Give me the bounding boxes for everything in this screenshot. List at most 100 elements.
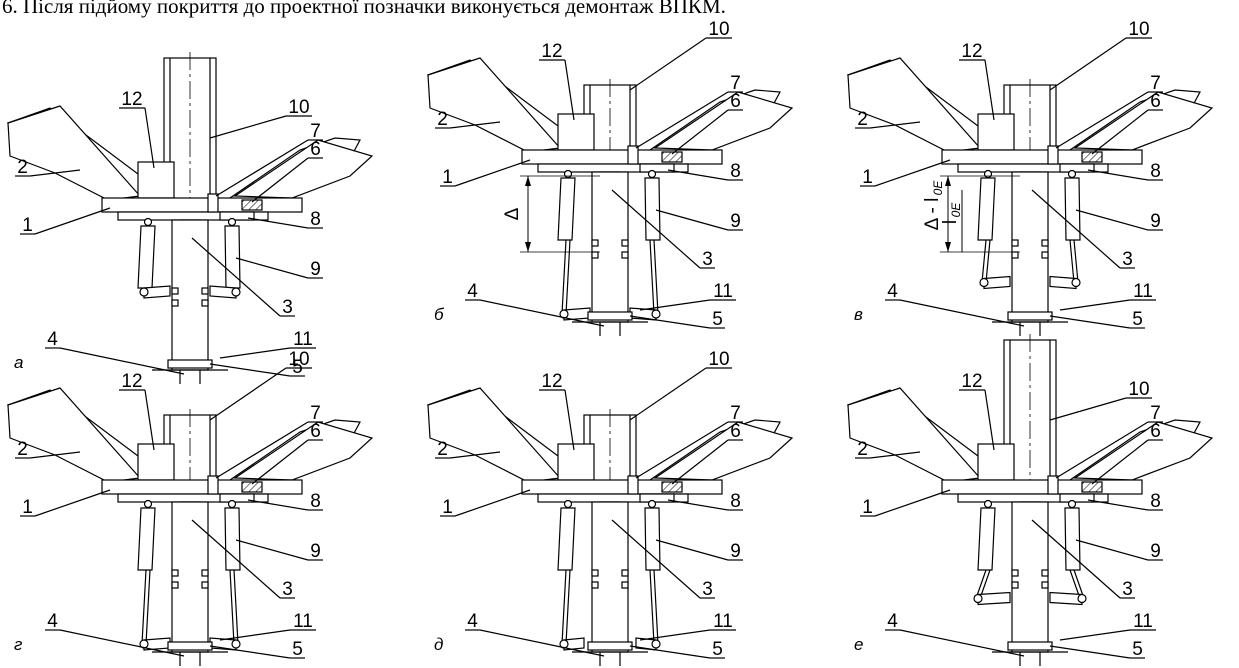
pin [139, 287, 149, 297]
hatched-block [241, 481, 263, 493]
collar [587, 311, 633, 321]
part-number: 1 [862, 167, 873, 188]
part-number: 9 [310, 541, 321, 562]
bracket [1047, 145, 1059, 165]
bracket [627, 145, 639, 165]
part-number: 9 [730, 541, 741, 562]
part-number: 4 [47, 329, 58, 350]
label-10: 10 [1049, 379, 1152, 421]
label-9: 9 [1075, 209, 1163, 232]
part-number: 4 [887, 611, 898, 632]
jack-right [1049, 169, 1081, 290]
panel-caption: б [434, 305, 445, 324]
part-number: 4 [47, 611, 58, 632]
part-number: 8 [310, 491, 321, 512]
collar [1007, 641, 1053, 651]
notch [171, 287, 179, 295]
label-1: 1 [20, 207, 111, 236]
shaft [591, 171, 629, 323]
label-12: 12 [959, 371, 995, 451]
part-number: 12 [121, 371, 142, 392]
label-6: 6 [1091, 421, 1163, 485]
part-number: 3 [282, 579, 293, 600]
label-2: 2 [15, 157, 81, 178]
label-12: 12 [119, 371, 155, 451]
part-number: 8 [1150, 491, 1161, 512]
pin [143, 499, 153, 509]
notch [591, 239, 599, 247]
bracket-base [219, 211, 255, 221]
part-number: 10 [288, 349, 309, 370]
label-10: 10 [209, 349, 312, 421]
jack-left [977, 169, 1011, 290]
jack-right [629, 169, 661, 321]
label-9: 9 [235, 257, 323, 280]
hatched-block [1081, 151, 1103, 163]
part-number: 7 [310, 121, 321, 142]
jack-right [209, 499, 241, 651]
jack-left [557, 499, 585, 651]
pin [651, 639, 661, 649]
label-1: 1 [860, 489, 951, 518]
platform-plate [521, 479, 723, 495]
collar [167, 359, 213, 369]
label-10: 10 [629, 349, 732, 421]
platform-plate [941, 479, 1143, 495]
jack-left [137, 499, 171, 651]
part-number: 2 [857, 109, 868, 130]
label-8: 8 [1087, 161, 1163, 182]
part-number: 10 [1128, 19, 1149, 40]
label-10: 10 [209, 97, 312, 139]
pin [143, 217, 153, 227]
pin [1071, 277, 1081, 288]
notch [201, 287, 209, 295]
pin [1067, 499, 1077, 509]
jack-left [973, 499, 1011, 606]
label-3: 3 [191, 519, 295, 600]
part-number: 3 [282, 297, 293, 318]
notch [201, 569, 209, 577]
notch [621, 569, 629, 577]
label-12: 12 [539, 41, 575, 121]
notch [1041, 251, 1049, 259]
part-number: 7 [730, 403, 741, 424]
label-6: 6 [1091, 91, 1163, 155]
hatched-block [661, 481, 683, 493]
part-number: 11 [713, 281, 733, 302]
part-number: 6 [310, 139, 321, 160]
part-number: 9 [310, 259, 321, 280]
pin [1077, 593, 1087, 604]
part-number: 1 [22, 497, 33, 518]
part-number: 1 [442, 167, 453, 188]
notch [1041, 581, 1049, 589]
notch [621, 251, 629, 259]
pin [231, 639, 241, 649]
hatched-block [241, 199, 263, 211]
bracket-base [1059, 163, 1095, 173]
platform-plate [521, 149, 723, 165]
part-number: 5 [292, 639, 303, 660]
panel-caption: а [14, 353, 23, 372]
part-number: 10 [708, 19, 729, 40]
part-number: 3 [1122, 579, 1133, 600]
part-number: 11 [713, 611, 733, 632]
notch [621, 239, 629, 247]
label-3: 3 [1031, 189, 1135, 270]
label-12: 12 [959, 41, 995, 121]
part-number: 6 [1150, 421, 1161, 442]
pin [651, 309, 661, 319]
notch [621, 581, 629, 589]
pin [979, 277, 989, 288]
part-number: 5 [1132, 639, 1143, 660]
part-number: 11 [1133, 611, 1153, 632]
bracket [627, 475, 639, 495]
pin [647, 499, 657, 509]
label-2: 2 [435, 439, 501, 460]
label-4: 4 [45, 611, 185, 657]
part-number: 4 [887, 281, 898, 302]
